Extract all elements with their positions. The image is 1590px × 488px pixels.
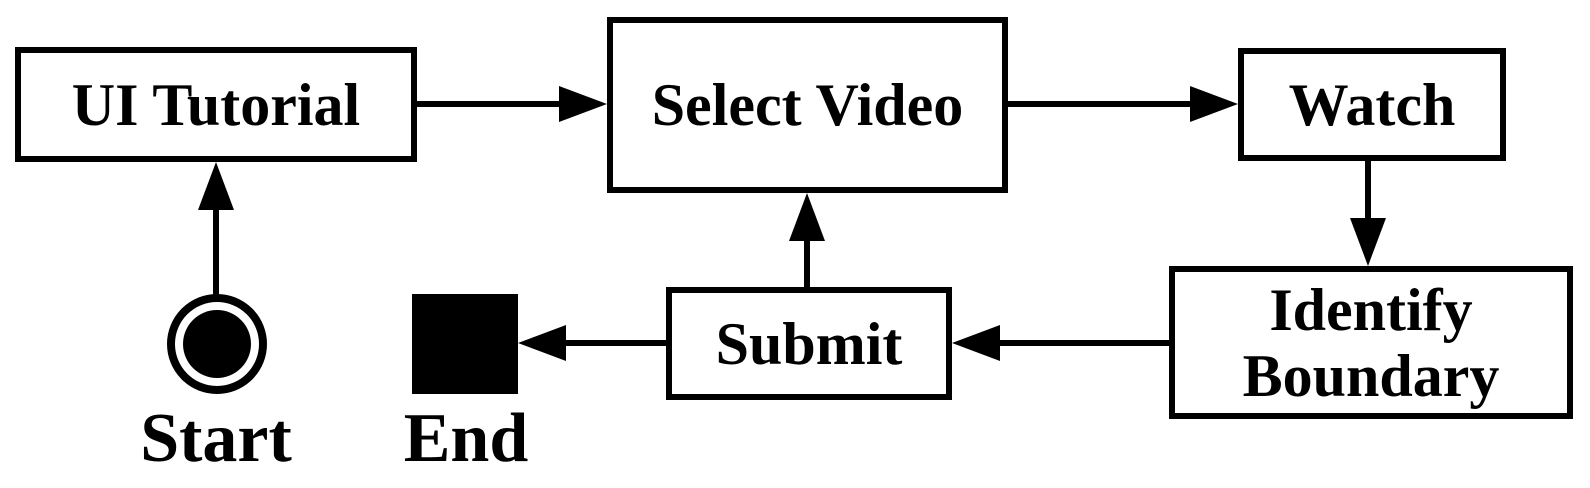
node-ui-tutorial: UI Tutorial xyxy=(15,47,417,162)
node-watch: Watch xyxy=(1238,48,1506,161)
arrowhead-up-icon xyxy=(789,193,825,241)
node-submit: Submit xyxy=(666,287,952,400)
edge-line xyxy=(1365,161,1371,219)
arrowhead-left-icon xyxy=(952,325,1000,361)
node-identify-boundary: Identify Boundary xyxy=(1169,266,1573,419)
edge-line xyxy=(804,240,810,288)
arrowhead-left-icon xyxy=(518,325,566,361)
end-label: End xyxy=(403,400,529,477)
node-select-video: Select Video xyxy=(607,17,1008,193)
edge-line xyxy=(999,340,1169,346)
arrowhead-down-icon xyxy=(1350,218,1386,266)
edge-line xyxy=(1008,101,1191,107)
end-node-icon xyxy=(412,294,518,394)
start-node-inner-dot xyxy=(183,310,251,378)
start-node-icon xyxy=(167,294,267,394)
start-label: Start xyxy=(140,400,292,477)
arrowhead-up-icon xyxy=(198,162,234,210)
edge-line xyxy=(417,101,560,107)
arrowhead-right-icon xyxy=(559,86,607,122)
arrowhead-right-icon xyxy=(1190,86,1238,122)
edge-line xyxy=(565,340,667,346)
edge-line xyxy=(213,206,219,296)
